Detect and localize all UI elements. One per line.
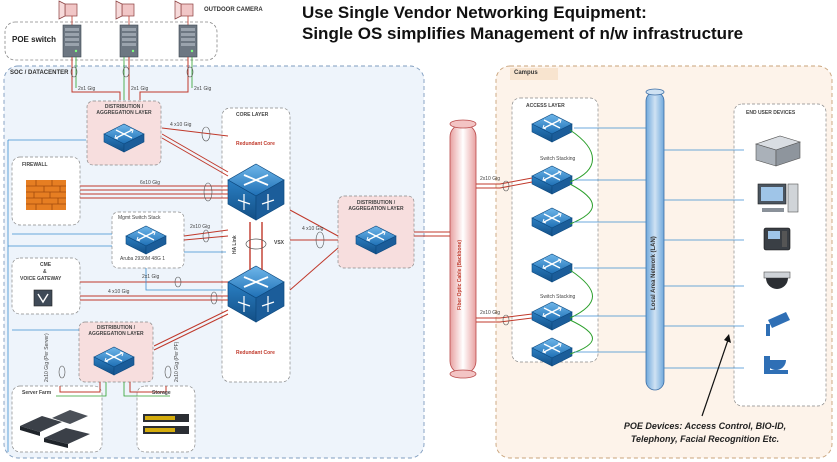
storage-icon (143, 414, 189, 434)
link-label: 4 x10 Gig (170, 122, 192, 128)
campus-title: Campus (514, 70, 538, 76)
storage-label: Storage (152, 390, 171, 396)
camera-icon (174, 0, 194, 20)
distribution-mid-label: DISTRIBUTION / AGGREGATION LAYER (348, 200, 404, 212)
redundant-core-top-label: Redundant Core (236, 141, 275, 147)
camera-icon (115, 0, 135, 20)
voice-gateway-label: VOICE GATEWAY (20, 276, 62, 282)
mgmt-model-label: Aruba 2930M 48G 1 (120, 256, 166, 262)
core-layer-label: CORE LAYER (236, 112, 269, 118)
camera-icon (58, 0, 78, 20)
poe-switch-icon (62, 24, 82, 58)
printer-icon (755, 135, 801, 167)
cctv-camera-icon (764, 356, 788, 374)
cme-label: CME (40, 262, 52, 268)
link-label: 4 x10 Gig (108, 289, 130, 295)
link-label: 2x1 Gig (78, 86, 96, 92)
ip-phone-icon (763, 227, 791, 251)
header-line-1: Use Single Vendor Networking Equipment: (302, 3, 647, 22)
end-user-devices-label: END USER DEVICES (746, 110, 796, 116)
fiber-label: Fiber Optic Cable (Backbone) (457, 239, 463, 310)
soc-title: SOC / DATACENTER (10, 70, 69, 76)
firewall-icon (26, 180, 66, 210)
lan-label: Local Area Network (LAN) (651, 236, 657, 310)
amp-label: & (43, 269, 47, 275)
poe-switch-zone (4, 21, 218, 61)
outdoor-camera-label: OUTDOOR CAMERA (204, 7, 263, 13)
poe-note-line-1: POE Devices: Access Control, BIO-ID, (623, 421, 787, 431)
link-label: 2x10 Gig (190, 224, 211, 230)
dome-camera-icon (763, 271, 791, 289)
link-label: 4 x10 Gig (302, 226, 324, 232)
redundant-core-bottom-label: Redundant Core (236, 350, 275, 356)
link-label: 6x10 Gig (140, 180, 161, 186)
vsx-label: VSX (274, 240, 285, 246)
link-label: 2x1 Gig (131, 86, 149, 92)
server-farm-label: Server Farm (22, 390, 52, 396)
storage-link-label: 2x10 Gig (Per PF) (174, 341, 180, 382)
link-label: 2x1 Gig (194, 86, 212, 92)
firewall-label: FIREWALL (22, 162, 48, 168)
access-layer-label: ACCESS LAYER (526, 103, 565, 109)
ha-link-label: HA Link (232, 235, 238, 254)
header-line-2: Single OS simplifies Management of n/w i… (302, 24, 744, 43)
voice-gateway-icon (33, 289, 53, 307)
poe-switch-icon (178, 24, 198, 58)
cctv-camera-icon (766, 312, 790, 336)
poe-note-line-2: Telephony, Facial Recognition Etc. (630, 434, 780, 444)
link-label: 2x10 Gig (480, 310, 501, 316)
end-user-devices-box (733, 103, 827, 407)
link-label: 2x1 Gig (142, 274, 160, 280)
server-icon (20, 410, 90, 448)
switch-stacking-label: Switch Stacking (540, 294, 576, 300)
mgmt-stack-label: Mgmt Switch Stack (118, 215, 161, 221)
desktop-icon (757, 183, 799, 213)
link-label: 2x10 Gig (480, 176, 501, 182)
fiber-backbone (449, 123, 477, 375)
server-link-label: 2x10 Gig (Per Server) (44, 333, 50, 382)
distribution-bottom-label: DISTRIBUTION / AGGREGATION LAYER (88, 325, 144, 337)
poe-switch-label: POE switch (12, 35, 57, 44)
distribution-top-label: DISTRIBUTION / AGGREGATION LAYER (96, 104, 152, 116)
switch-stacking-label: Switch Stacking (540, 156, 576, 162)
poe-switch-icon (119, 24, 139, 58)
cme-voice-gateway-box (11, 257, 81, 315)
